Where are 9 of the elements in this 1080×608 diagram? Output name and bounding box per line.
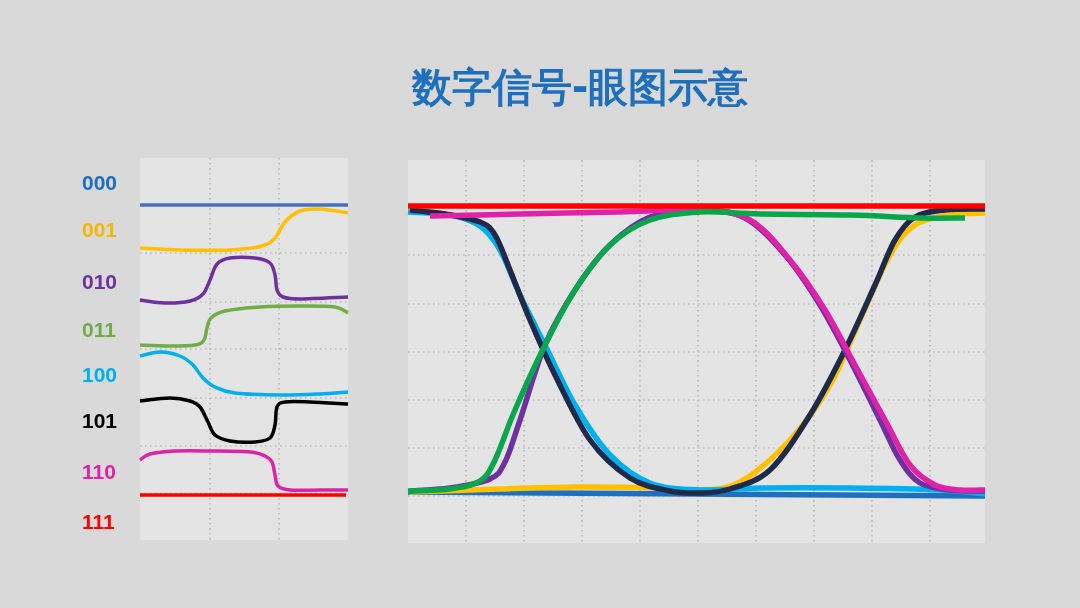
bit-pattern-label: 001 <box>82 218 118 242</box>
title: 数字信号-眼图示意 <box>411 63 749 111</box>
bit-pattern-label: 011 <box>82 318 116 342</box>
bit-pattern-label: 110 <box>82 460 116 484</box>
bit-pattern-label: 111 <box>82 510 115 534</box>
bit-pattern-label: 010 <box>82 270 118 294</box>
bit-pattern-label: 101 <box>82 409 118 433</box>
bit-pattern-label: 100 <box>82 363 118 387</box>
bit-pattern-label: 000 <box>82 171 118 195</box>
